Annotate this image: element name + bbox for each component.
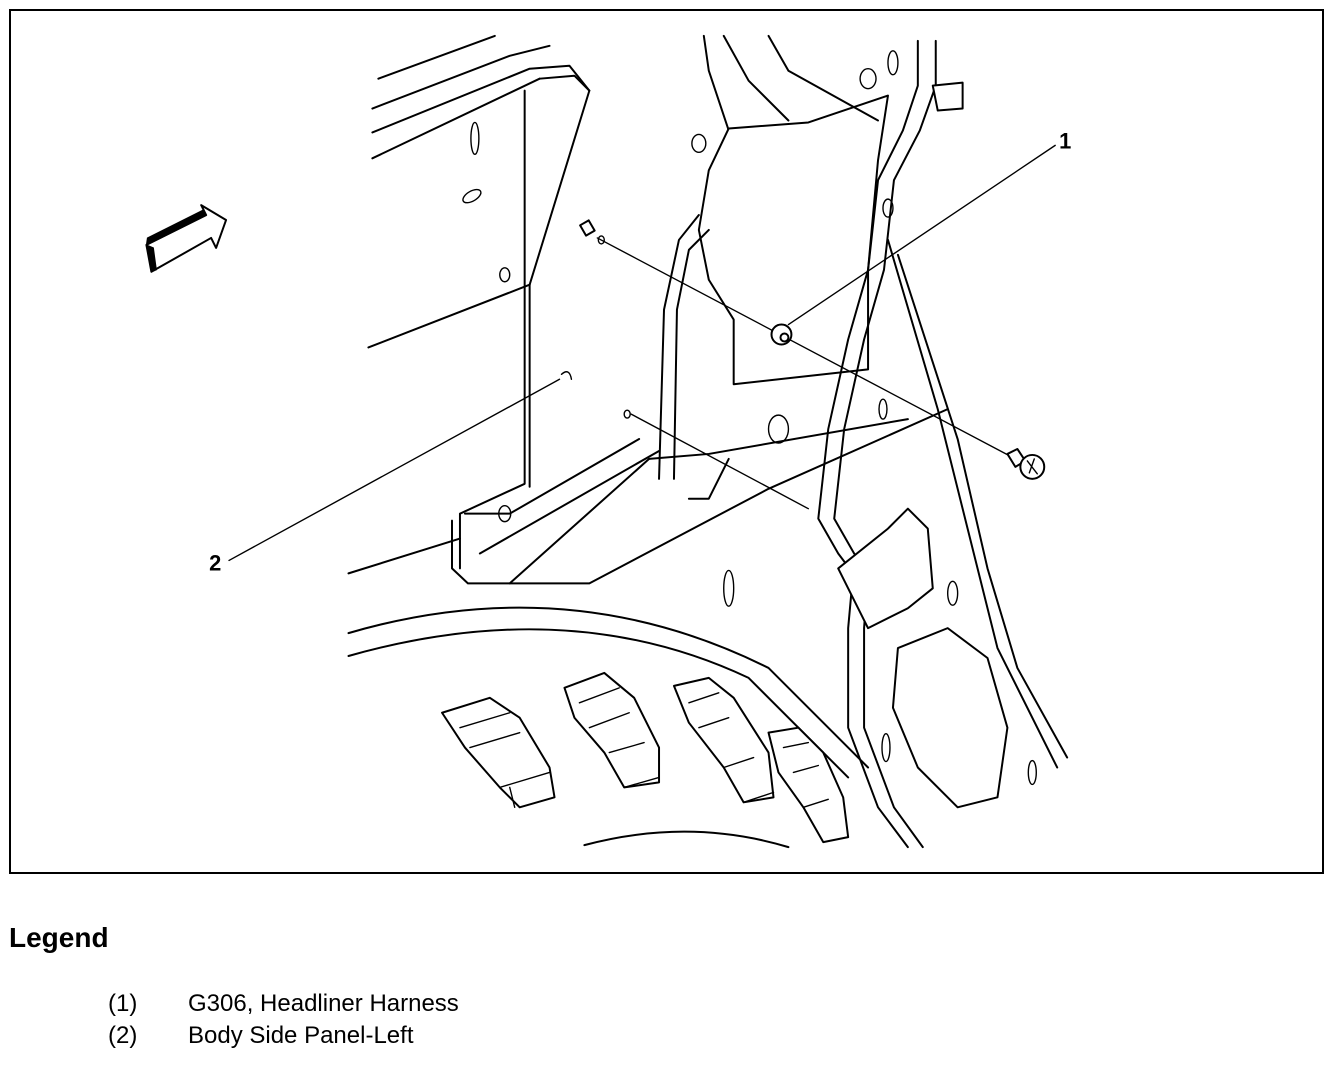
legend-item-text: G306, Headliner Harness xyxy=(188,990,459,1017)
diagram-frame: 1 2 xyxy=(9,9,1324,874)
legend-item-number: (2) xyxy=(108,1022,138,1049)
callout-2: 2 xyxy=(209,550,221,575)
legend-item: (1) G306, Headliner Harness xyxy=(108,990,459,1018)
legend-item-text: Body Side Panel-Left xyxy=(188,1022,414,1049)
body-side-panel-illustration: 1 2 xyxy=(145,34,1071,849)
legend-item: (2) Body Side Panel-Left xyxy=(108,1022,413,1050)
legend-item-number: (1) xyxy=(108,990,138,1017)
legend-title: Legend xyxy=(9,922,109,953)
callout-1: 1 xyxy=(1059,128,1071,153)
